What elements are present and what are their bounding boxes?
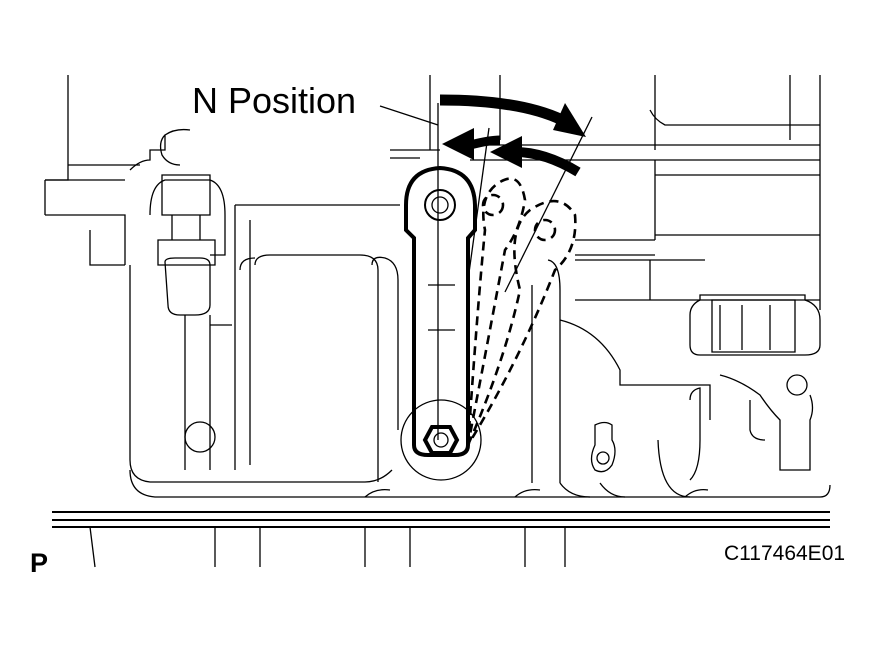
stud-bolt: [590, 421, 616, 473]
rotation-arrows: [439, 94, 586, 177]
base-plate: [52, 489, 830, 568]
manual-valve-lever: [400, 165, 482, 481]
reference-lines: [379, 103, 593, 440]
transmission-housing: [44, 75, 831, 498]
dashed-lever-positions: [466, 177, 577, 446]
view-code-label: P: [30, 548, 49, 578]
sensor-connector: [689, 294, 821, 471]
n-position-label: N Position: [192, 80, 357, 121]
figure-id-label: C117464E01: [724, 542, 846, 565]
